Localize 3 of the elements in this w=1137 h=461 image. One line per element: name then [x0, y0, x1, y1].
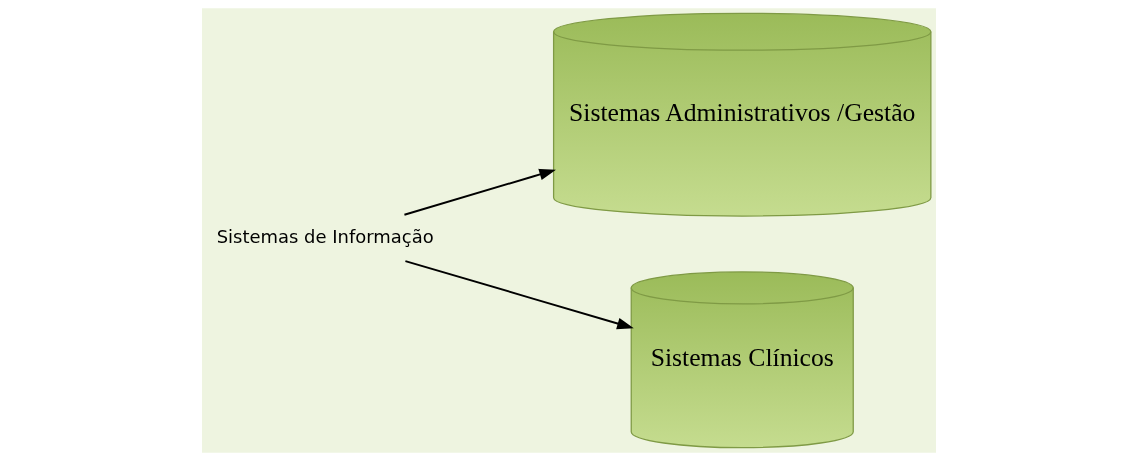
- node-text: Sistemas de Informação: [216, 225, 434, 247]
- arrow: [403, 260, 634, 330]
- arrow: [402, 168, 556, 216]
